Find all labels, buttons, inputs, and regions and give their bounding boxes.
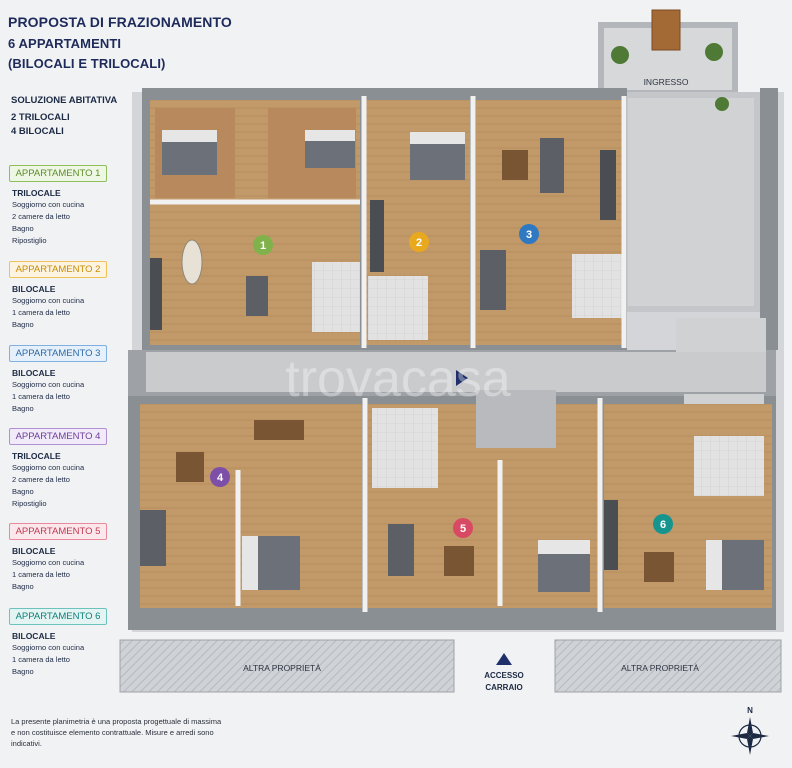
apartment-6-room: Bagno <box>12 667 34 676</box>
apartment-3-room: Bagno <box>12 404 34 413</box>
svg-text:6: 6 <box>660 519 666 531</box>
apartment-1-area <box>150 100 360 345</box>
apartment-6-area <box>604 404 772 608</box>
apartment-6-type: BILOCALE <box>12 631 56 641</box>
interior-walls <box>150 96 627 612</box>
svg-text:5: 5 <box>460 523 466 535</box>
watermark: trovacasa <box>285 350 511 408</box>
apartment-3-type: BILOCALE <box>12 368 56 378</box>
svg-text:N: N <box>747 706 753 715</box>
disclaimer-note: La presente planimetria è una proposta p… <box>11 717 222 748</box>
apartment-3-badge: APPARTAMENTO 3 <box>9 345 107 362</box>
title-line-3: (BILOCALI E TRILOCALI) <box>8 56 166 71</box>
apartment-1-room: Bagno <box>12 224 34 233</box>
apartment-marker-5: 5 <box>453 518 473 538</box>
other-property-right: ALTRA PROPRIETÀ <box>554 639 782 693</box>
apartment-6-legend: APPARTAMENTO 6 BILOCALE Soggiorno con cu… <box>9 608 107 678</box>
apartment-4-area <box>140 404 362 608</box>
apartment-4-type: TRILOCALE <box>12 451 61 461</box>
apartment-3-room: 1 camera da letto <box>12 392 70 401</box>
apartment-5-room: Bagno <box>12 582 34 591</box>
apartment-6-room: 1 camera da letto <box>12 655 70 664</box>
driveway-access: ACCESSO CARRAIO <box>484 653 524 692</box>
entrance-label: INGRESSO <box>644 77 689 87</box>
north-compass-icon: N <box>731 706 769 755</box>
svg-text:CARRAIO: CARRAIO <box>485 683 522 692</box>
apartment-6-room: Soggiorno con cucina <box>12 643 85 652</box>
summary-trilocali: 2 TRILOCALI <box>11 112 70 123</box>
apartment-4-room: Bagno <box>12 487 34 496</box>
other-property-left: ALTRA PROPRIETÀ <box>119 639 455 693</box>
svg-text:1: 1 <box>260 240 266 252</box>
svg-text:3: 3 <box>526 229 532 241</box>
title-line-1: PROPOSTA DI FRAZIONAMENTO <box>8 14 232 30</box>
apartment-4-room: 2 camere da letto <box>12 475 70 484</box>
title-line-2: 6 APPARTAMENTI <box>8 36 122 51</box>
apartment-1-room: Ripostiglio <box>12 236 47 245</box>
apartment-2-area <box>366 100 470 345</box>
apartment-3-room: Soggiorno con cucina <box>12 380 85 389</box>
apartment-2-type: BILOCALE <box>12 284 56 294</box>
apartment-3-legend: APPARTAMENTO 3 BILOCALE Soggiorno con cu… <box>9 345 107 415</box>
apartment-1-room: Soggiorno con cucina <box>12 200 85 209</box>
apartment-5-room: Soggiorno con cucina <box>12 558 85 567</box>
apartment-4-room: Ripostiglio <box>12 499 47 508</box>
apartment-marker-6: 6 <box>653 514 673 534</box>
apartment-5-room: 1 camera da letto <box>12 570 70 579</box>
apartment-marker-3: 3 <box>519 224 539 244</box>
apartment-5-area <box>368 390 598 608</box>
legend-panel: PROPOSTA DI FRAZIONAMENTO 6 APPARTAMENTI… <box>0 0 232 768</box>
entrance-court <box>598 9 760 312</box>
svg-text:2: 2 <box>416 237 422 249</box>
apartment-6-badge: APPARTAMENTO 6 <box>9 608 107 625</box>
apartment-2-badge: APPARTAMENTO 2 <box>9 261 107 278</box>
apartment-5-type: BILOCALE <box>12 546 56 556</box>
apartment-5-badge: APPARTAMENTO 5 <box>9 523 107 540</box>
central-corridor <box>146 352 766 392</box>
apartment-5-legend: APPARTAMENTO 5 BILOCALE Soggiorno con cu… <box>9 523 107 593</box>
apartment-2-room: 1 camera da letto <box>12 308 70 317</box>
apartment-4-badge: APPARTAMENTO 4 <box>9 428 107 445</box>
svg-text:4: 4 <box>217 472 224 484</box>
svg-text:ACCESSO: ACCESSO <box>484 671 524 680</box>
apartment-2-room: Bagno <box>12 320 34 329</box>
apartment-4-legend: APPARTAMENTO 4 TRILOCALE Soggiorno con c… <box>9 428 107 510</box>
apartment-1-type: TRILOCALE <box>12 188 61 198</box>
svg-text:ALTRA PROPRIETÀ: ALTRA PROPRIETÀ <box>621 663 699 673</box>
apartment-1-badge: APPARTAMENTO 1 <box>9 165 107 182</box>
summary-bilocali: 4 BILOCALI <box>11 126 64 137</box>
apartment-2-room: Soggiorno con cucina <box>12 296 85 305</box>
svg-text:ALTRA PROPRIETÀ: ALTRA PROPRIETÀ <box>243 663 321 673</box>
apartment-4-room: Soggiorno con cucina <box>12 463 85 472</box>
apartment-marker-1: 1 <box>253 235 273 255</box>
summary-heading: SOLUZIONE ABITATIVA <box>11 95 118 106</box>
apartment-3-area <box>476 100 624 345</box>
apartment-2-legend: APPARTAMENTO 2 BILOCALE Soggiorno con cu… <box>9 261 107 331</box>
apartment-1-legend: APPARTAMENTO 1 TRILOCALE Soggiorno con c… <box>9 165 107 247</box>
apartment-marker-4: 4 <box>210 467 230 487</box>
apartment-marker-2: 2 <box>409 232 429 252</box>
apartment-1-room: 2 camere da letto <box>12 212 70 221</box>
